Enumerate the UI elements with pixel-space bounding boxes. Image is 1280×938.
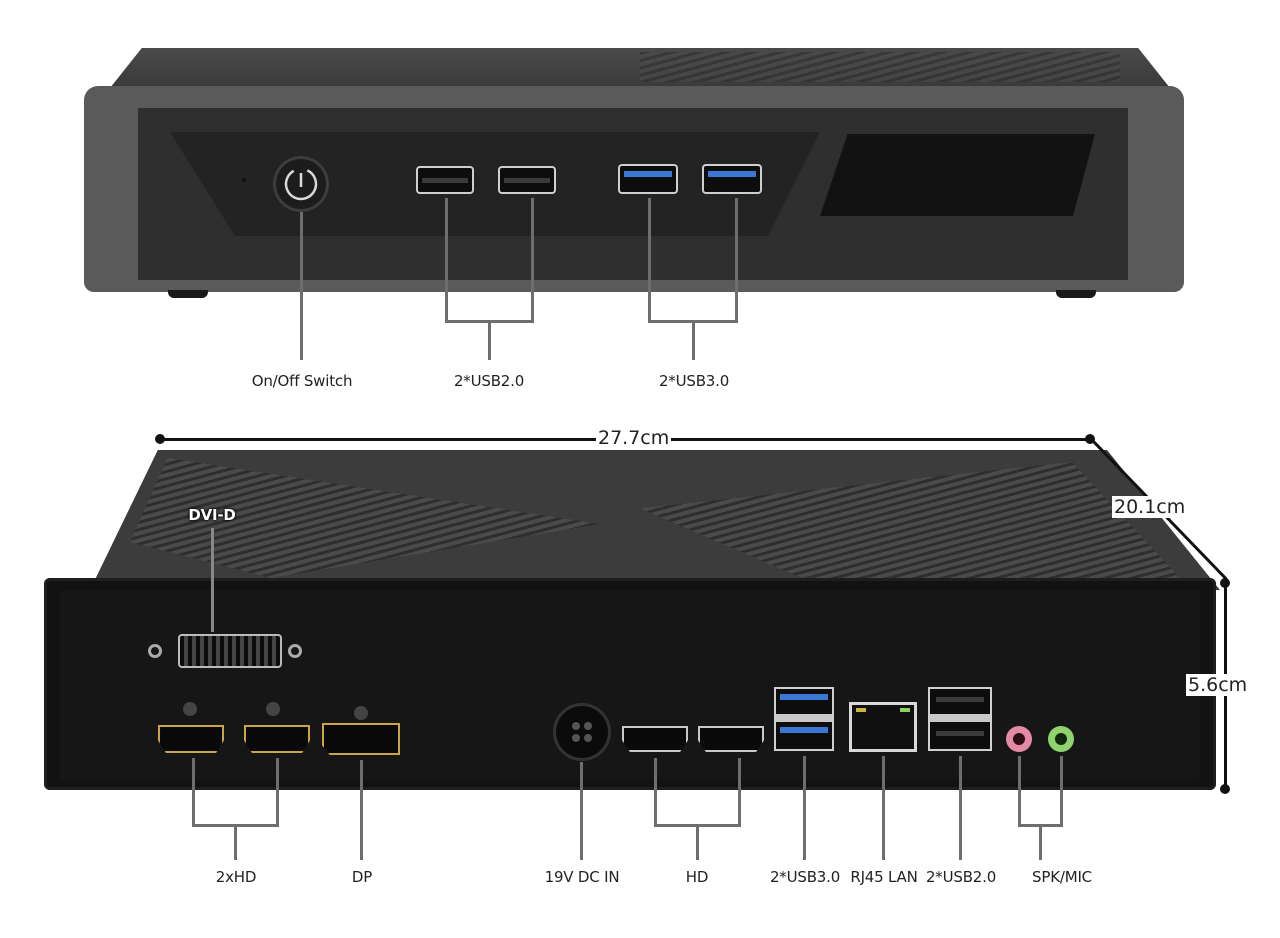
dvi-screw-right	[288, 644, 302, 658]
front-usb3-port-1	[618, 164, 678, 194]
rear-usb2-stack	[928, 687, 992, 751]
usb2-leader-left	[445, 198, 448, 322]
hdmi-right-leader-1	[654, 758, 657, 826]
label-rj45-lan: RJ45 LAN	[850, 868, 918, 886]
usb3-leader-right	[735, 198, 738, 322]
label-dp: DP	[351, 868, 373, 886]
width-dimension-dot-left	[155, 434, 165, 444]
label-2xhd: 2xHD	[215, 868, 257, 886]
audio-leader-2	[1060, 756, 1063, 826]
usb3-divider	[776, 714, 832, 722]
front-foot-left	[168, 290, 208, 298]
hdmi-right-leader-2	[738, 758, 741, 826]
height-dimension-dot-bottom	[1220, 784, 1230, 794]
rear-view: 27.7cm 20.1cm 5.6cm DVI-D	[0, 400, 1280, 938]
power-leader-line	[300, 212, 303, 360]
screw-icon	[354, 706, 368, 720]
front-drive-bay	[820, 134, 1095, 216]
label-rear-usb2: 2*USB2.0	[925, 868, 997, 886]
dc-pin-icon	[572, 722, 592, 742]
height-dimension-dot-top	[1220, 578, 1230, 588]
jack-hole	[1055, 733, 1067, 745]
usb3-port-bottom	[780, 727, 828, 733]
front-foot-right	[1056, 290, 1096, 298]
label-hd: HD	[685, 868, 709, 886]
depth-dimension-label: 20.1cm	[1112, 496, 1188, 518]
width-dimension-label: 27.7cm	[596, 427, 672, 449]
usb3-leader-stem	[692, 320, 695, 360]
hdmi-port-3	[622, 726, 688, 752]
hdmi-left-leader-1	[192, 758, 195, 826]
usb3-leader-left	[648, 198, 651, 322]
front-usb2-port-1	[416, 166, 474, 194]
lan-leader	[882, 756, 885, 860]
displayport-port	[322, 723, 400, 755]
lan-led-right	[900, 708, 910, 712]
usb2-port-top	[936, 697, 984, 702]
mic-jack	[1048, 726, 1074, 752]
front-usb2-port-2	[498, 166, 556, 194]
label-rear-usb3: 2*USB3.0	[769, 868, 841, 886]
label-spk-mic: SPK/MIC	[1032, 868, 1092, 886]
hdmi-left-leader-stem	[234, 824, 237, 860]
audio-leader-stem	[1039, 824, 1042, 860]
dp-leader	[360, 760, 363, 860]
usb2-divider	[930, 714, 990, 722]
front-top-vent	[640, 52, 1120, 82]
hdmi-port-4	[698, 726, 764, 752]
lan-led-left	[856, 708, 866, 712]
usb2-port-bottom	[936, 731, 984, 736]
hdmi-port-2	[244, 725, 310, 753]
hdmi-left-leader-2	[276, 758, 279, 826]
label-front-usb2: 2*USB2.0	[453, 372, 525, 390]
label-dvi-d: DVI-D	[188, 506, 236, 524]
audio-leader-1	[1018, 756, 1021, 826]
usb2-rear-leader	[959, 756, 962, 860]
usb3-port-top	[780, 694, 828, 700]
dvi-leader-line	[211, 528, 214, 632]
rear-usb3-stack	[774, 687, 834, 751]
dc-in-port	[556, 706, 608, 758]
power-icon	[284, 167, 318, 201]
front-view: On/Off Switch 2*USB2.0 2*USB3.0	[0, 0, 1280, 400]
hdmi-port-1	[158, 725, 224, 753]
front-usb3-port-2	[702, 164, 762, 194]
label-on-off-switch: On/Off Switch	[251, 372, 353, 390]
usb2-leader-stem	[488, 320, 491, 360]
hdmi-right-leader-stem	[696, 824, 699, 860]
jack-hole	[1013, 733, 1025, 745]
screw-icon	[183, 702, 197, 716]
height-dimension-label: 5.6cm	[1186, 674, 1250, 696]
label-front-usb3: 2*USB3.0	[658, 372, 730, 390]
screw-icon	[266, 702, 280, 716]
speaker-jack	[1006, 726, 1032, 752]
usb2-leader-right	[531, 198, 534, 322]
power-button[interactable]	[276, 159, 326, 209]
status-led-icon	[242, 178, 246, 182]
usb3-rear-leader	[803, 756, 806, 860]
dc-leader	[580, 762, 583, 860]
label-19v-dc-in: 19V DC IN	[544, 868, 620, 886]
dvi-d-port	[178, 634, 282, 668]
dvi-screw-left	[148, 644, 162, 658]
rj45-lan-port	[849, 702, 917, 752]
